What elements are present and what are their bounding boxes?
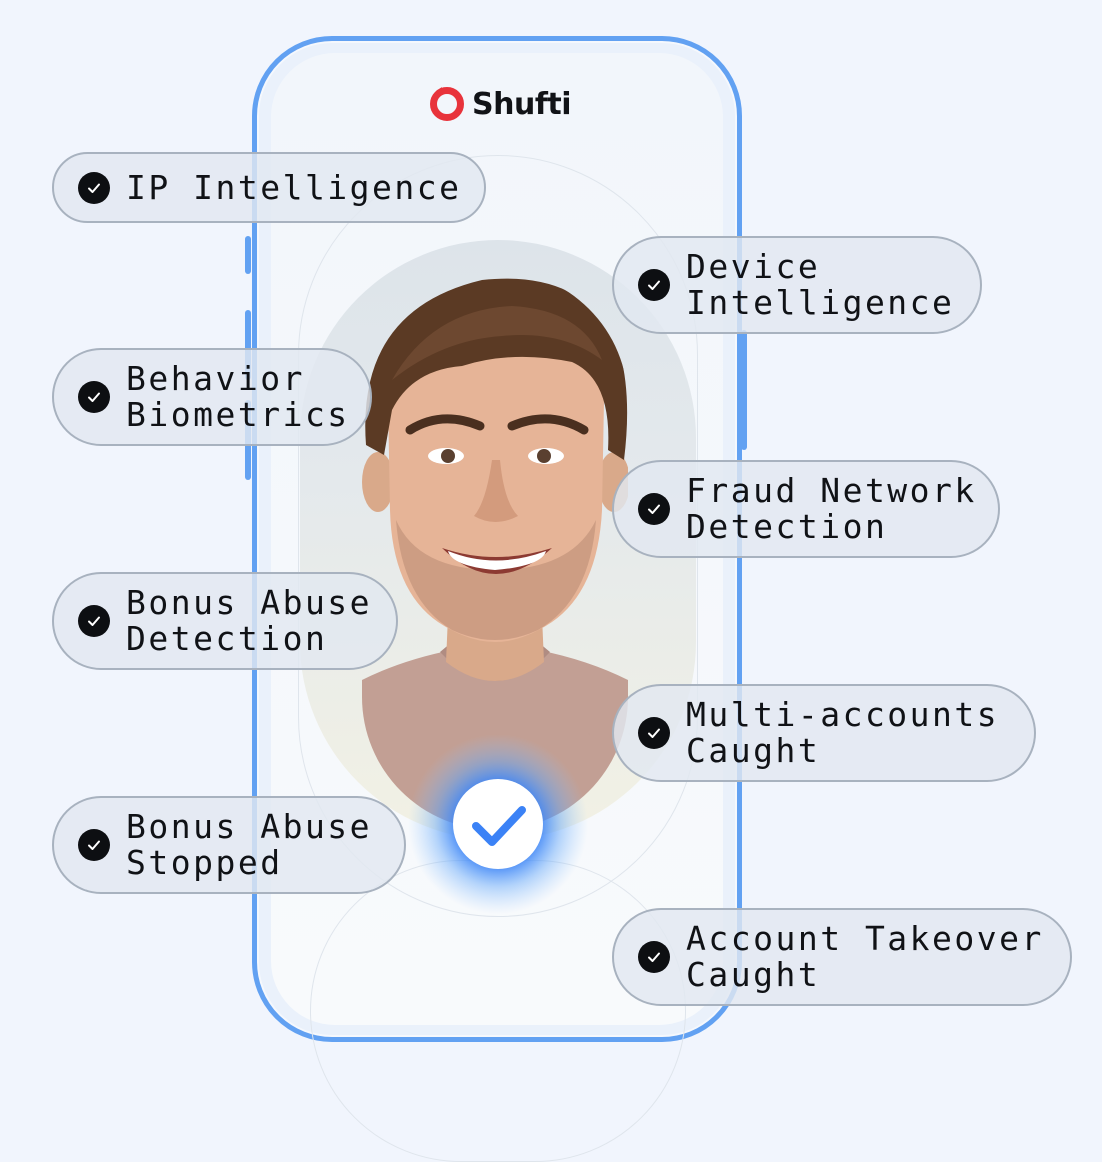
check-icon: [638, 717, 670, 749]
feature-pill-fraud-network-detection: Fraud Network Detection: [612, 460, 1000, 558]
check-icon: [638, 941, 670, 973]
shufti-logo: Shufti: [428, 84, 572, 124]
check-icon: [638, 269, 670, 301]
feature-label: Fraud Network Detection: [686, 471, 977, 546]
user-portrait: [362, 278, 628, 830]
feature-pill-bonus-abuse-detection: Bonus Abuse Detection: [52, 572, 398, 670]
check-icon: [78, 381, 110, 413]
feature-pill-multi-accounts-caught: Multi-accounts Caught: [612, 684, 1036, 782]
shufti-logo-icon: [430, 87, 464, 121]
feature-pill-behavior-biometrics: Behavior Biometrics: [52, 348, 372, 446]
feature-pill-ip-intelligence: IP Intelligence: [52, 152, 486, 223]
phone-side-button: [245, 236, 251, 274]
check-icon: [78, 829, 110, 861]
feature-label: Account Takeover Caught: [686, 919, 1044, 994]
brand-name: Shufti: [472, 86, 572, 122]
feature-label: Device Intelligence: [686, 247, 955, 322]
feature-label: Bonus Abuse Detection: [126, 583, 373, 658]
check-icon: [638, 493, 670, 525]
feature-pill-bonus-abuse-stopped: Bonus Abuse Stopped: [52, 796, 406, 894]
feature-label: Multi-accounts Caught: [686, 695, 1000, 770]
check-icon: [78, 605, 110, 637]
feature-pill-account-takeover-caught: Account Takeover Caught: [612, 908, 1072, 1006]
feature-label: Behavior Biometrics: [126, 359, 350, 434]
verified-checkmark-icon: [408, 734, 588, 914]
feature-label: Bonus Abuse Stopped: [126, 807, 373, 882]
check-icon: [78, 171, 110, 204]
phone-side-button: [245, 310, 251, 380]
phone-power-button: [741, 330, 747, 450]
feature-pill-device-intelligence: Device Intelligence: [612, 236, 982, 334]
feature-label: IP Intelligence: [126, 167, 462, 207]
illustration: Shufti: [52, 36, 1072, 1162]
